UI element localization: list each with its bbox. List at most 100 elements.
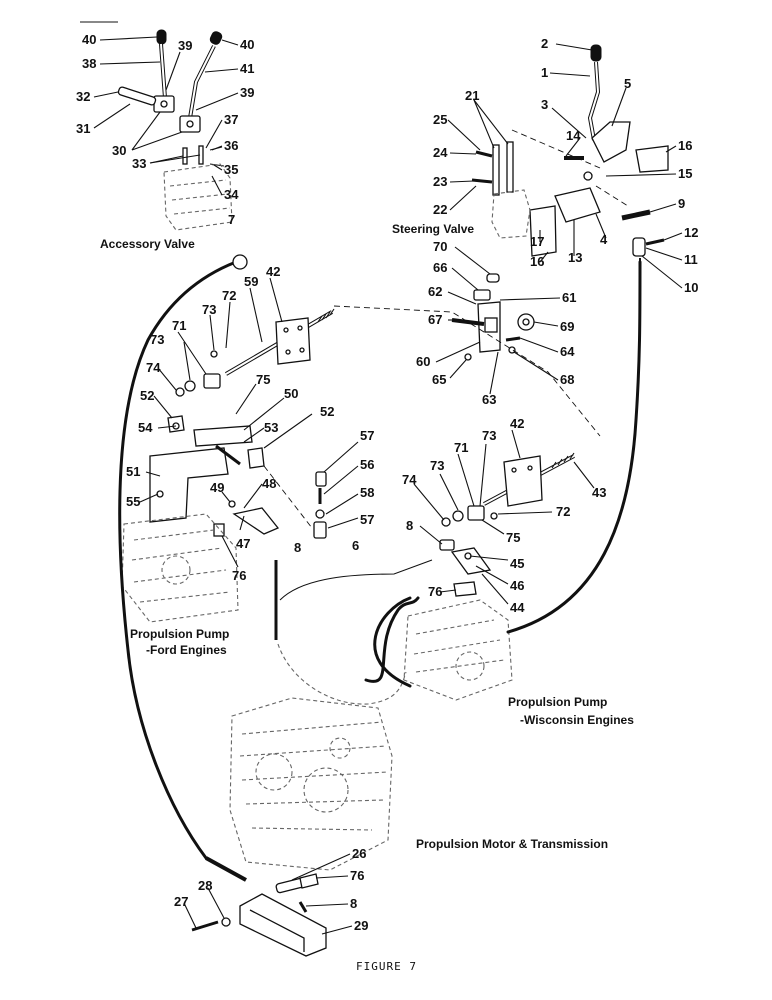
- callout-71: 71: [172, 318, 186, 333]
- callout-57: 57: [360, 512, 374, 527]
- caption-pump-wisconsin-line1: Propulsion Pump: [508, 695, 607, 709]
- callout-62: 62: [428, 284, 442, 299]
- callout-35: 35: [224, 162, 238, 177]
- steering-valve-body: [491, 189, 531, 239]
- callout-4: 4: [600, 232, 608, 247]
- callout-15: 15: [678, 166, 692, 181]
- callout-39: 39: [240, 85, 254, 100]
- callout-71: 71: [454, 440, 468, 455]
- pedal-bracket-group: [183, 853, 353, 957]
- callout-26: 26: [352, 846, 366, 861]
- steering-valve-group: [447, 43, 683, 289]
- wisconsin-linkage-group: [403, 429, 595, 701]
- callout-54: 54: [138, 420, 153, 435]
- callout-75: 75: [256, 372, 270, 387]
- callout-31: 31: [76, 121, 90, 136]
- rod-bracket-right: [503, 455, 543, 507]
- caption-pump-ford-line2: -Ford Engines: [146, 643, 227, 657]
- accessory-valve-group: [80, 21, 239, 231]
- callout-61: 61: [562, 290, 576, 305]
- lever-knob-left: [156, 29, 167, 45]
- callout-17: 17: [530, 234, 544, 249]
- rod-bracket-left: [275, 317, 311, 365]
- callout-51: 51: [126, 464, 140, 479]
- callout-33: 33: [132, 156, 146, 171]
- callout-47: 47: [236, 536, 250, 551]
- callout-5: 5: [624, 76, 631, 91]
- callout-74: 74: [146, 360, 161, 375]
- callout-55: 55: [126, 494, 140, 509]
- callout-44: 44: [510, 600, 525, 615]
- callout-22: 22: [433, 202, 447, 217]
- callout-16: 16: [530, 254, 544, 269]
- callout-13: 13: [568, 250, 582, 265]
- callout-38: 38: [82, 56, 96, 71]
- pedal-bracket: [239, 893, 327, 957]
- callout-45: 45: [510, 556, 524, 571]
- callout-68: 68: [560, 372, 574, 387]
- control-cables: [118, 254, 642, 882]
- callout-57: 57: [360, 428, 374, 443]
- callout-70: 70: [433, 239, 447, 254]
- cable-steering: [506, 260, 642, 634]
- steering-bracket: [591, 121, 631, 163]
- callout-41: 41: [240, 61, 254, 76]
- callout-3: 3: [541, 97, 548, 112]
- callout-37: 37: [224, 112, 238, 127]
- center-linkage-group: [435, 246, 561, 395]
- callout-66: 66: [433, 260, 447, 275]
- callout-34: 34: [224, 187, 239, 202]
- callout-28: 28: [198, 878, 212, 893]
- propulsion-motor-transmission: [229, 697, 393, 871]
- callout-53: 53: [264, 420, 278, 435]
- caption-steering-valve: Steering Valve: [392, 222, 474, 236]
- callout-52: 52: [140, 388, 154, 403]
- callout-58: 58: [360, 485, 374, 500]
- lever-knob-right: [209, 31, 223, 45]
- callout-72: 72: [222, 288, 236, 303]
- caption-pump-ford-line1: Propulsion Pump: [130, 627, 229, 641]
- callout-12: 12: [684, 225, 698, 240]
- callout-32: 32: [76, 89, 90, 104]
- caption-motor-transmission: Propulsion Motor & Transmission: [416, 837, 608, 851]
- callout-73: 73: [482, 428, 496, 443]
- callout-50: 50: [284, 386, 298, 401]
- callout-39: 39: [178, 38, 192, 53]
- callout-numbers: 40 39 40 38 41 32 39 31 30 37 36 33 35 3…: [76, 32, 698, 933]
- callout-8: 8: [350, 896, 357, 911]
- callout-8: 8: [294, 540, 301, 555]
- callout-49: 49: [210, 480, 224, 495]
- callout-29: 29: [354, 918, 368, 933]
- callout-59: 59: [244, 274, 258, 289]
- callout-67: 67: [428, 312, 442, 327]
- callout-8: 8: [406, 518, 413, 533]
- callout-10: 10: [684, 280, 698, 295]
- callout-2: 2: [541, 36, 548, 51]
- callout-1: 1: [541, 65, 548, 80]
- callout-6: 6: [352, 538, 359, 553]
- callout-76: 76: [428, 584, 442, 599]
- callout-56: 56: [360, 457, 374, 472]
- callout-75: 75: [506, 530, 520, 545]
- callout-23: 23: [433, 174, 447, 189]
- callout-42: 42: [510, 416, 524, 431]
- callout-76: 76: [232, 568, 246, 583]
- callout-76: 76: [350, 868, 364, 883]
- callout-73: 73: [430, 458, 444, 473]
- callout-40: 40: [82, 32, 96, 47]
- callout-40: 40: [240, 37, 254, 52]
- callout-60: 60: [416, 354, 430, 369]
- callout-64: 64: [560, 344, 575, 359]
- callout-46: 46: [510, 578, 524, 593]
- callout-24: 24: [433, 145, 448, 160]
- caption-accessory-valve: Accessory Valve: [100, 237, 195, 251]
- motor-transmission-group: [229, 697, 393, 871]
- steering-lever-knob: [590, 44, 602, 62]
- callout-16: 16: [678, 138, 692, 153]
- wisconsin-propulsion-pump: [403, 599, 513, 701]
- callout-27: 27: [174, 894, 188, 909]
- callout-42: 42: [266, 264, 280, 279]
- callout-72: 72: [556, 504, 570, 519]
- figure-caption: FIGURE 7: [356, 960, 417, 973]
